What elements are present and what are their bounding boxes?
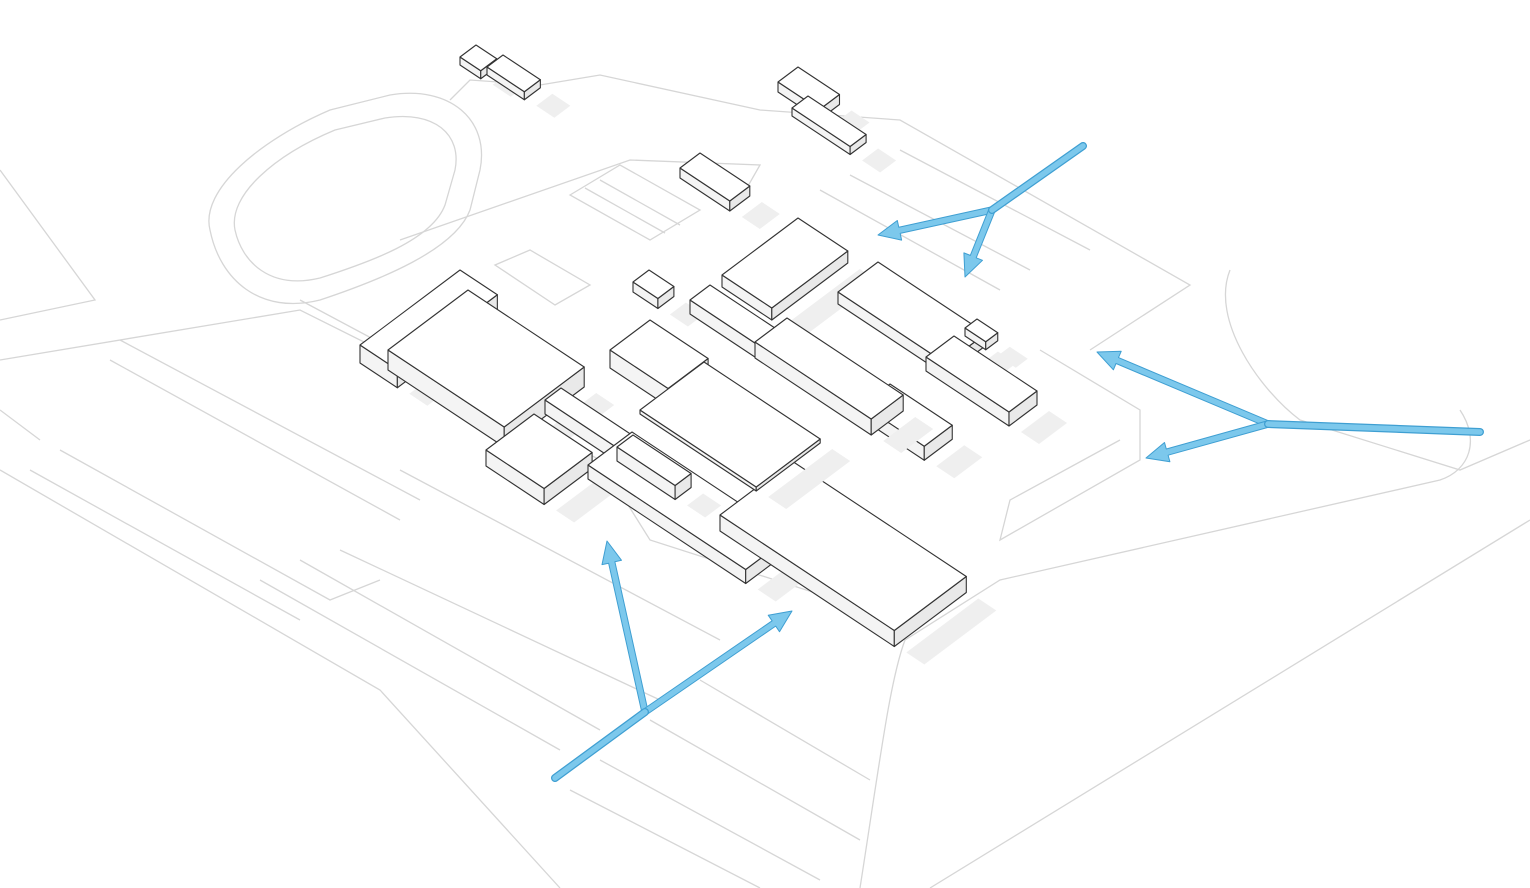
building-shadow [936,445,983,479]
east-lot [998,349,1141,542]
parking-row [649,679,871,841]
building-roof [964,318,999,343]
courtyard [639,361,851,509]
arrow-branch [1096,350,1270,428]
north-building [679,152,780,229]
building-roof [459,44,498,72]
arrow-branch [1145,420,1270,463]
parking-row [0,409,561,888]
building-roof [721,217,849,309]
building-roof [791,95,867,148]
parking-row [259,559,601,751]
arrow-shaft [989,143,1086,213]
parking-row [29,449,381,621]
running-track [208,92,483,305]
main-drive [859,409,1471,888]
building-roof [754,317,904,420]
running-track-inner [233,115,457,282]
parking-row [569,759,821,888]
building-shadow [768,449,851,509]
main-drive-2 [929,519,1530,888]
building-shadow [741,202,780,229]
building-roof [925,335,1038,413]
building-roof [616,434,692,487]
arrow-branch [642,610,793,716]
south-block [616,434,722,518]
small-building [486,54,571,118]
arrow-shaft [1265,421,1483,435]
parking-row [339,469,721,701]
building-roof [387,289,585,428]
tennis-courts [568,164,702,241]
small-building [964,318,1028,368]
east-building [925,335,1067,444]
east-access-arrow [1096,350,1484,463]
southwest-access-arrow [551,540,793,782]
building-roof [609,319,709,390]
arrow-branch [601,540,649,714]
northeast-access-arrow [877,142,1087,278]
central-wing-east [754,317,934,453]
courts-2 [493,249,592,306]
buildings [359,44,1067,665]
east-curve [1224,269,1530,471]
building-shadow [687,493,722,518]
building-roof [486,54,541,93]
north-road [449,74,1192,351]
building-roof [679,152,751,202]
admin-wing [791,95,897,173]
building-shadow [906,598,997,665]
small-shed [632,269,704,327]
building-shadow [669,302,704,327]
access-arrows [551,142,1484,782]
building-shadow [883,417,934,453]
arrow-shaft [552,709,648,781]
building-shadow [536,93,571,118]
parking-row [109,339,421,521]
building-roof [639,361,821,488]
west-boundary [0,169,97,321]
building-shadow [1021,411,1067,444]
building-shadow [862,148,897,173]
arrow-branch [877,206,994,241]
building-roof [485,413,593,490]
arrow-branch [963,208,996,278]
building-shadow [997,346,1028,368]
building-roof [632,269,675,300]
